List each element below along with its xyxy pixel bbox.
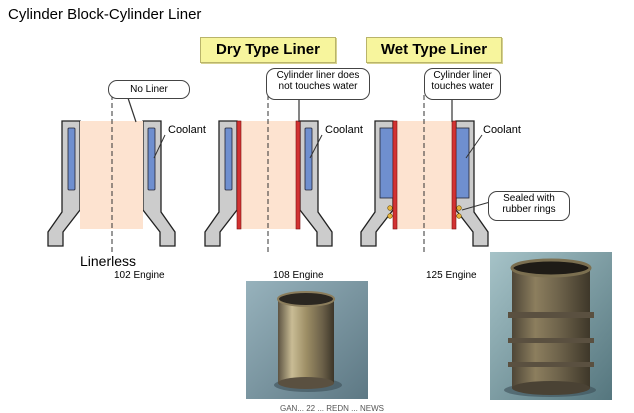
linerless-label: Linerless: [80, 253, 136, 269]
wet-liner-photo: [490, 252, 612, 400]
engine-102-label: 102 Engine: [114, 270, 165, 281]
page-title: Cylinder Block-Cylinder Liner: [8, 6, 202, 23]
coolant-label-3: Coolant: [483, 124, 521, 136]
dry-liner-photo: [246, 281, 368, 399]
linerless-cylinder: [47, 95, 176, 252]
no-liner-callout: No Liner: [108, 80, 190, 99]
engine-108-label: 108 Engine: [273, 270, 324, 281]
rubber-ring-seals: [387, 205, 462, 219]
dry-liner-cylinder: [204, 95, 333, 252]
dry-type-liner-label: Dry Type Liner: [200, 37, 336, 63]
sealed-rubber-rings-callout: Sealed with rubber rings: [488, 191, 570, 221]
dry-liner-callout: Cylinder liner does not touches water: [266, 68, 370, 100]
wet-liner-callout: Cylinder liner touches water: [424, 68, 501, 100]
wet-type-liner-label: Wet Type Liner: [366, 37, 502, 63]
wet-liner-cylinder: [360, 95, 491, 252]
engine-125-label: 125 Engine: [426, 270, 477, 281]
coolant-label-1: Coolant: [168, 124, 206, 136]
footer-text: GAN... 22 ... REDN ... NEWS: [280, 404, 385, 413]
coolant-label-2: Coolant: [325, 124, 363, 136]
